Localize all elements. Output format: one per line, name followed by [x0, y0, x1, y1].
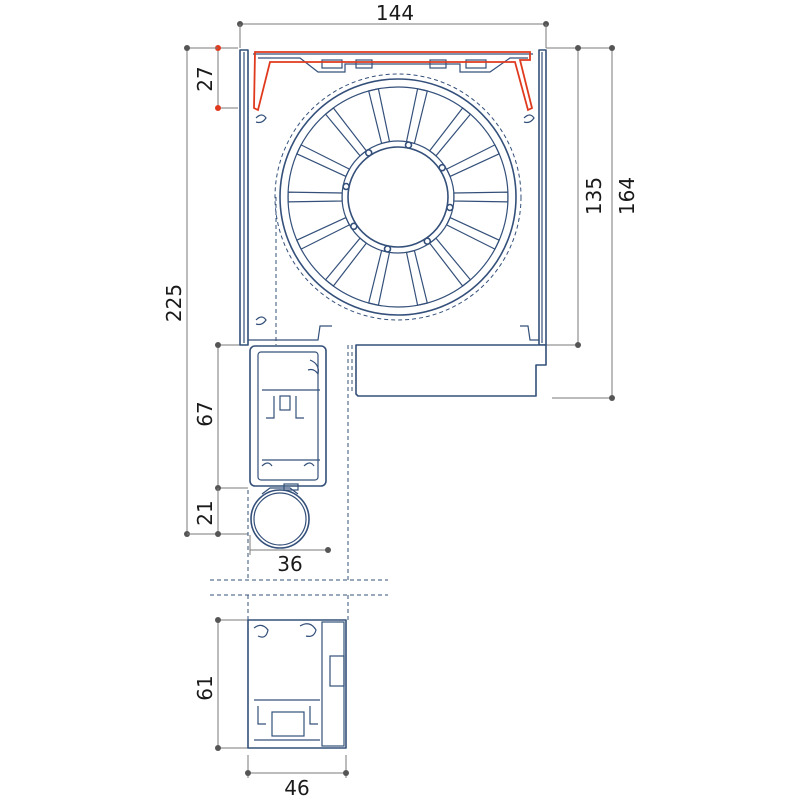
- roller-spoke: [453, 191, 509, 203]
- roller-spoke: [428, 237, 472, 287]
- hub-notch: [423, 237, 432, 245]
- dimension-top-width: 144: [237, 1, 549, 48]
- hub-notch: [349, 222, 358, 231]
- dim-label-144: 144: [376, 1, 414, 25]
- dimension-bottom-height: 61: [193, 617, 248, 751]
- roller-spoke: [324, 107, 368, 157]
- section-break-lines: [210, 579, 388, 596]
- roller-spoke: [445, 216, 501, 250]
- dim-label-46: 46: [284, 776, 309, 800]
- dim-label-164: 164: [615, 177, 639, 215]
- hub-notch: [342, 182, 350, 191]
- roller-drum: [274, 73, 522, 345]
- hub-notch: [446, 203, 454, 212]
- roller-spoke: [295, 216, 351, 250]
- roller-spoke: [287, 191, 343, 203]
- dimension-rail-height: 67: [193, 342, 248, 491]
- dimension-box-height: 164: [552, 45, 639, 401]
- hub-notch: [364, 149, 373, 157]
- roller-spoke: [405, 249, 429, 306]
- roller-spoke: [367, 249, 391, 306]
- roller-spoke: [295, 144, 351, 178]
- hub-notch: [383, 245, 392, 253]
- dimension-bottom-width: 46: [245, 755, 349, 800]
- guide-rail-profile: [247, 345, 353, 580]
- roller-spoke: [367, 88, 391, 145]
- roller-spokes: [287, 88, 509, 306]
- dimension-bar-height: 21: [187, 488, 248, 537]
- roller-spoke: [405, 88, 429, 145]
- dimension-cover-height: 27: [193, 45, 238, 111]
- hub-notch: [404, 141, 413, 149]
- dimension-inner-height: 135: [546, 45, 612, 348]
- roller-spoke: [445, 144, 501, 178]
- lower-rail-profile: [247, 595, 349, 749]
- dim-label-67: 67: [193, 401, 217, 426]
- shutter-box-housing: [239, 49, 547, 397]
- dimension-rail-width: 36: [249, 535, 331, 576]
- dim-label-27: 27: [193, 66, 217, 91]
- dim-label-36: 36: [277, 552, 302, 576]
- hub-notch: [438, 163, 447, 172]
- roller-spoke: [428, 107, 472, 157]
- bottom-bar-tube: [250, 487, 310, 549]
- roller-spoke: [324, 237, 368, 287]
- dim-label-61: 61: [193, 675, 217, 700]
- dim-label-21: 21: [193, 500, 217, 525]
- dim-label-135: 135: [582, 177, 606, 215]
- dimension-total-height: 225: [162, 45, 218, 537]
- dim-label-225: 225: [162, 284, 186, 322]
